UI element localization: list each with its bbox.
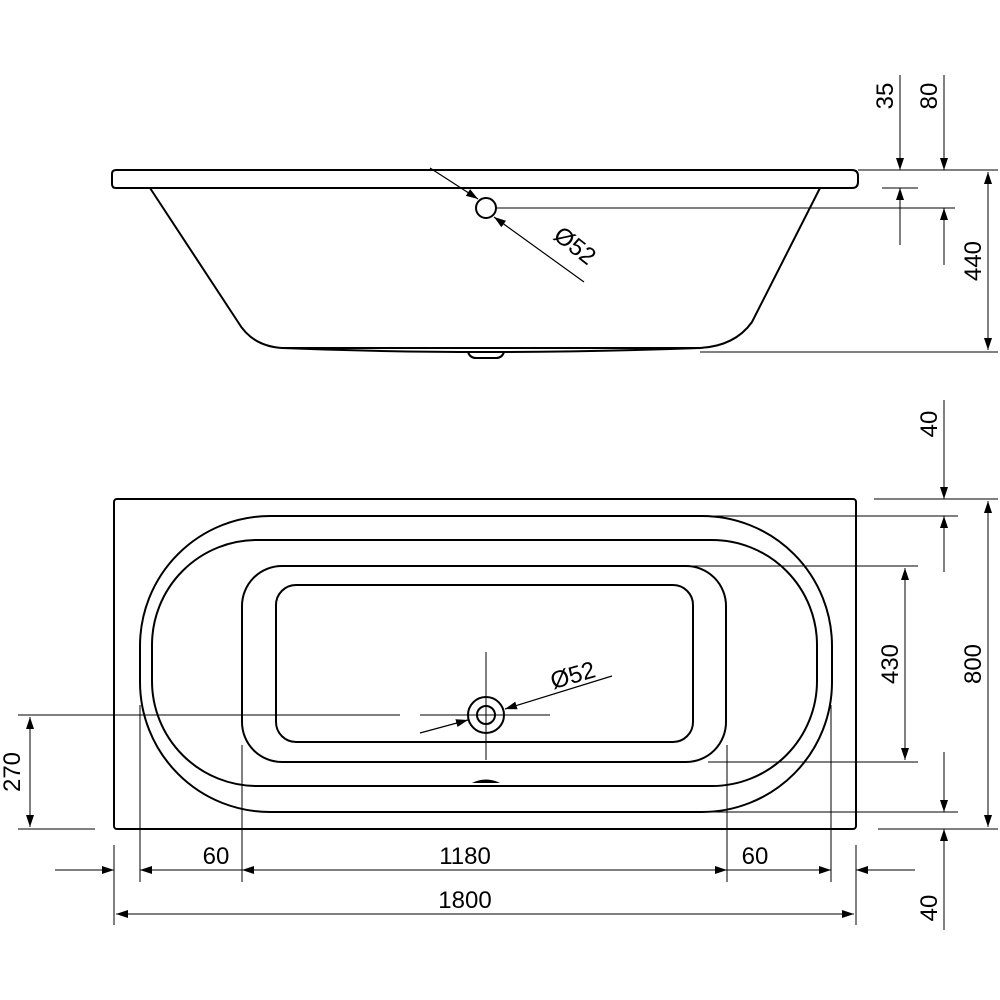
side-view-diameter-label: Ø52 xyxy=(548,221,600,270)
side-view-diameter-leader-2 xyxy=(493,216,585,283)
top-view-dim-1800-label: 1800 xyxy=(438,887,491,914)
side-view-overflow-hole xyxy=(475,197,497,219)
top-view-diameter-leader-right xyxy=(504,675,613,710)
top-view-overflow-outlet xyxy=(472,779,500,783)
top-view-dim-60-left-label: 60 xyxy=(203,843,230,870)
top-view-floor-inner xyxy=(275,584,694,743)
top-view-dim-430-label: 430 xyxy=(877,644,904,684)
top-view-dim-800-label: 800 xyxy=(960,644,987,684)
side-view-rim xyxy=(111,169,859,189)
top-view-inner-rim xyxy=(139,515,833,813)
side-view-dim-35-label: 35 xyxy=(872,83,899,110)
top-view-floor-outer xyxy=(241,565,727,763)
top-view-diameter-label: Ø52 xyxy=(547,657,598,695)
side-view-bottom xyxy=(281,347,701,353)
side-view-body xyxy=(149,187,821,349)
top-view-dim-rim-bottom-label: 40 xyxy=(916,895,943,922)
side-view-drain-outlet xyxy=(467,351,505,359)
top-view-basin-edge xyxy=(151,539,818,787)
side-view-dim-80-label: 80 xyxy=(916,83,943,110)
side-view-diameter-leader xyxy=(429,167,479,200)
top-view-dim-rim-top-label: 40 xyxy=(916,411,943,438)
top-view-dim-60-right-label: 60 xyxy=(742,843,769,870)
top-view-dim-1180-label: 1180 xyxy=(439,843,491,870)
top-view: Ø52 270 40 430 800 40 xyxy=(0,400,998,930)
top-view-dim-270-label: 270 xyxy=(0,752,26,792)
top-view-diameter-leader-left xyxy=(419,719,469,734)
top-view-outer-rim xyxy=(113,498,857,830)
side-view-dim-440-label: 440 xyxy=(960,241,987,281)
side-view: Ø52 35 80 440 xyxy=(111,75,998,359)
